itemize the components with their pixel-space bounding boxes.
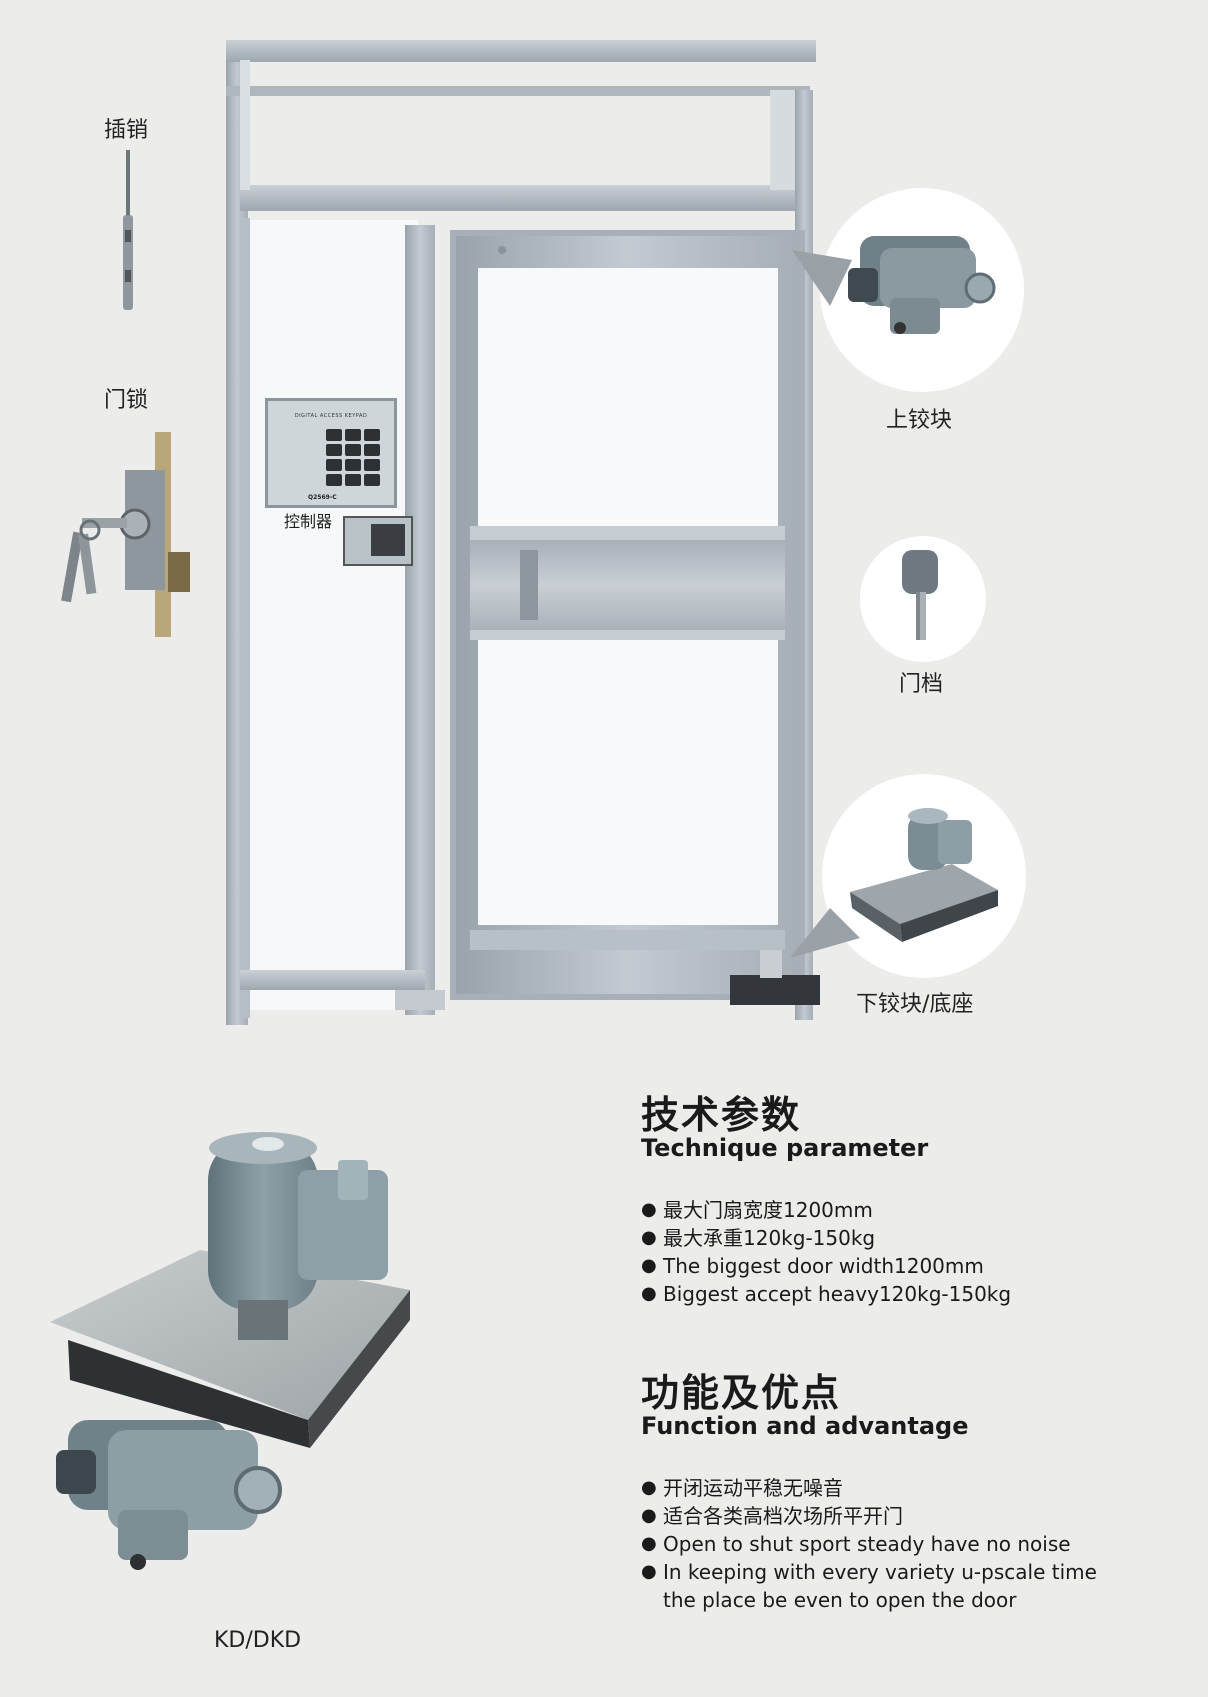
bottom-pivot-pointer: [790, 908, 860, 958]
list-item: ●最大承重120kg-150kg: [641, 1226, 876, 1250]
list-item: ●最大门扇宽度1200mm: [641, 1198, 873, 1222]
list-item: ●开闭运动平稳无噪音: [641, 1476, 843, 1500]
bottom-pivot-label: 下铰块/底座: [856, 992, 974, 1017]
function-list: ●开闭运动平稳无噪音 ●适合各类高档次场所平开门 ●Open to shut s…: [641, 1474, 1097, 1614]
keypad-model: Q2569-C: [308, 494, 337, 501]
top-pivot-label: 上铰块: [886, 408, 953, 433]
keypad-large: DIGITAL ACCESS KEYPAD Q2569-C: [265, 398, 397, 508]
keypad-small: [343, 516, 413, 566]
function-title-cn: 功能及优点: [641, 1371, 842, 1415]
door-stop-image: [902, 550, 938, 640]
top-pivot-circle: [820, 188, 1024, 392]
model-label: KD/DKD: [214, 1628, 302, 1653]
door-illustration: [226, 40, 820, 1025]
list-item: ●适合各类高档次场所平开门: [641, 1504, 903, 1528]
controller-label: 控制器: [284, 512, 333, 531]
bolt-image: [123, 150, 133, 310]
list-item: ●In keeping with every variety u-pscale …: [641, 1560, 1097, 1612]
technique-title-cn: 技术参数: [641, 1093, 802, 1137]
door-leaf: [450, 230, 820, 1005]
technique-title-en: Technique parameter: [641, 1134, 929, 1162]
function-title-en: Function and advantage: [641, 1412, 969, 1440]
door-lock-image: [61, 432, 190, 637]
list-item: ●Open to shut sport steady have no noise: [641, 1532, 1071, 1556]
list-item: ●Biggest accept heavy120kg-150kg: [641, 1282, 1012, 1306]
list-item: ●The biggest door width1200mm: [641, 1254, 984, 1278]
bottom-pivot-circle: [822, 774, 1026, 978]
door-stop-label: 门档: [899, 672, 944, 697]
door-stop-circle: [860, 536, 986, 662]
top-pivot-image: [848, 236, 996, 334]
technique-list: ●最大门扇宽度1200mm ●最大承重120kg-150kg ●The bigg…: [641, 1196, 1011, 1308]
bolt-label: 插销: [104, 118, 149, 143]
top-pivot-pointer: [792, 250, 852, 306]
door-lock-label: 门锁: [104, 388, 149, 413]
bottom-pivot-image: [850, 808, 998, 942]
keypad-brand: DIGITAL ACCESS KEYPAD: [294, 413, 368, 419]
floor-spring-image: [50, 1132, 410, 1570]
